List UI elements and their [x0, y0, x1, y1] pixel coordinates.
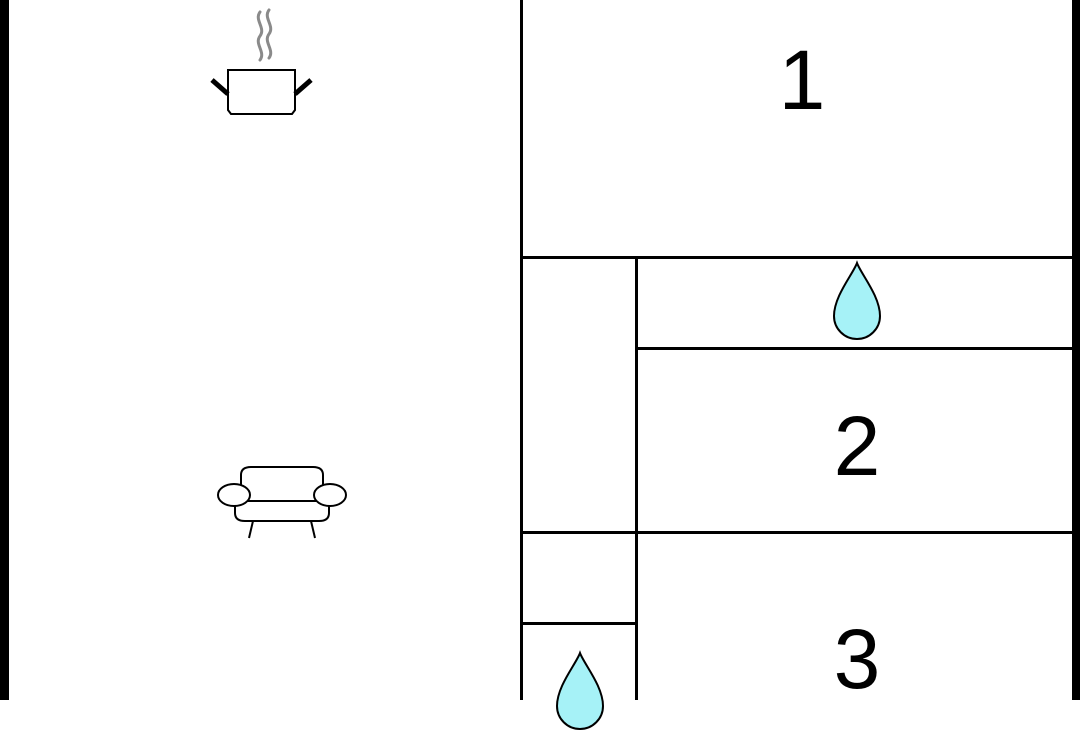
left-outer-wall	[0, 0, 9, 700]
steam-line	[256, 10, 264, 62]
water-drop-icon	[832, 260, 882, 340]
sofa-icon	[217, 466, 347, 539]
sofa-armrest-right	[313, 483, 347, 507]
room-2-label: 2	[833, 399, 881, 493]
sofa-seat	[234, 501, 330, 522]
right-outer-wall	[1072, 0, 1080, 700]
sofa-back	[240, 466, 324, 495]
toilet-top-wall	[520, 622, 637, 625]
center-partition-wall	[520, 0, 523, 700]
inner-vertical-wall	[635, 256, 638, 700]
pot-handle-right	[293, 78, 313, 96]
room-1-label: 1	[778, 33, 826, 127]
bathroom-bottom-wall	[636, 347, 1072, 350]
sofa-leg-right	[310, 520, 316, 539]
room-3-label: 3	[833, 612, 881, 706]
cooking-pot-icon	[210, 8, 313, 115]
room-2-bottom-wall	[520, 531, 1072, 534]
sofa-armrest-left	[217, 483, 251, 507]
sofa-leg-left	[248, 520, 254, 539]
pot-handle-left	[210, 78, 230, 96]
room-1-bottom-wall	[520, 256, 1072, 259]
water-drop-icon	[555, 650, 605, 730]
pot-body	[227, 69, 296, 115]
steam-line	[265, 8, 273, 60]
